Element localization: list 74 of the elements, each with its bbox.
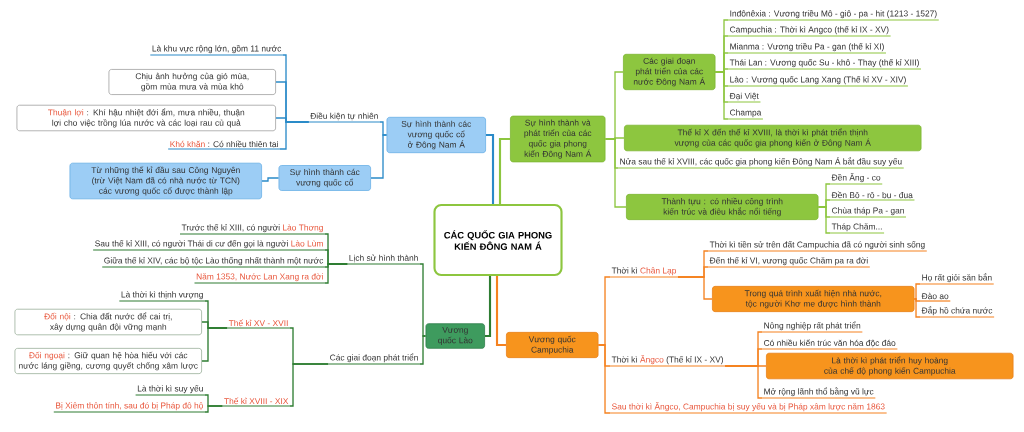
connector (498, 137, 510, 204)
underlined-topic: Thời kì Ăngco (Thế kỉ IX - XV) (609, 355, 726, 367)
topic-box: Thuận lợi : Khí hậu nhiệt đới ẩm, mưa nhiều, thuận lợi cho việc trồng lúa nước và các loại rau củ quả (16, 104, 276, 132)
underlined-topic: Năm 1353, Nước Lan Xang ra đời (193, 273, 326, 284)
underlined-topic: Là khu vực rộng lớn, gồm 11 nước (149, 44, 284, 56)
topic-box: Vương quốc Lào (425, 323, 485, 349)
topic-box: Từ những thế kỉ đầu sau Công Nguyên (trừ Việt Nam đã có nhà nước từ TCN) các vương quốc cổ được thành lập (69, 162, 262, 200)
underlined-topic: Chùa tháp Pa - gan (829, 207, 907, 218)
underlined-topic: Thái Lan : Vương quốc Su - khô - Thay (thế kỉ XIII) (727, 58, 922, 70)
connector (324, 263, 348, 284)
connector (597, 344, 611, 414)
underlined-topic: Đền Bô - rô - bu - đua (829, 191, 916, 201)
underlined-topic: Thế kỉ XVIII - XIX (221, 397, 291, 407)
connector (419, 335, 427, 365)
connector (419, 263, 427, 337)
underlined-topic: Champa (727, 109, 764, 120)
underlined-topic: Khó khăn : Có nhiều thiên tai (167, 140, 281, 150)
underlined-topic: Nông nghiệp rất phát triển (761, 321, 863, 333)
connector (495, 276, 506, 347)
connector (261, 177, 280, 182)
underlined-topic: Thời kì Chân Lạp (609, 267, 679, 278)
underlined-topic: Inđônêxia : Vương triều Mô - giô - pa - hit (1213 - 1527) (727, 9, 940, 21)
topic-box: Trong quá trình xuất hiện nhà nước, tộc người Khơ me được hình thành (712, 285, 915, 313)
underlined-topic: Các giai đoạn phát triển (327, 353, 421, 365)
connector (201, 327, 228, 362)
underlined-topic: Lào : Vương quốc Lang Xang (Thế kỉ XV - XIV) (727, 75, 909, 87)
topic-box: Thế kỉ X đến thế kỉ XVIII, là thời kì phát triển thịnh vượng của các quốc gia phong kiến ở Đông Nam Á (624, 124, 922, 152)
topic-box: Thành tựu : có nhiều công trình kiến trúc và điêu khắc nổi tiếng (626, 193, 819, 221)
connector (817, 206, 831, 234)
connector (370, 134, 388, 179)
connector (913, 298, 921, 318)
topic-box: Chịu ảnh hưởng của gió mùa, gồm mùa mưa và mùa khô (108, 69, 276, 95)
underlined-topic: Lịch sử hình thành (346, 254, 421, 265)
underlined-topic: Là thời kì thịnh vượng (118, 291, 206, 302)
underlined-topic: Đền Ăng - co (829, 173, 883, 185)
connector (724, 365, 763, 399)
connector (204, 405, 224, 413)
topic-box: Sự hình thành và phát triển của các quốc gia phong kiến Đông Nam Á (510, 115, 606, 163)
underlined-topic: Đắp hồ chứa nước (919, 306, 995, 318)
underlined-topic: Họ rất giỏi săn bắn (919, 273, 995, 285)
connector (486, 133, 495, 204)
underlined-topic: Nửa sau thế kỉ XVIII, các quốc gia phong kiến Đông Nam Á bắt đầu suy yếu (617, 157, 905, 169)
topic-box: Vương quốc Campuchia (506, 331, 599, 359)
underlined-topic: Đào ao (919, 292, 951, 302)
underlined-topic: Giữa thế kỉ XIV, các bộ tộc Lào thống nhất thành một nước (101, 256, 326, 268)
topic-box: Sự hình thành các vương quốc cổ (278, 165, 371, 191)
connector (289, 363, 329, 407)
underlined-topic: Campuchia : Thời kì Angco (thế kỉ IX - XV) (727, 25, 892, 37)
underlined-topic: Có nhiều kiến trúc văn hóa độc đáo (761, 339, 898, 350)
connector (913, 283, 921, 300)
connector (604, 138, 627, 208)
connector (677, 276, 713, 300)
underlined-topic: Mở rộng lãnh thổ bằng vũ lực (761, 387, 876, 399)
underlined-topic: Trước thế kỉ XIII, có người Lào Thơng (179, 223, 326, 235)
connector (714, 71, 729, 120)
underlined-topic: Mianma : Vương triều Pa - gan (thế kỉ XI) (727, 42, 887, 54)
underlined-topic: Sau thế kỉ XIII, có người Thái di cư đến gọi là người Lào Lùm (92, 239, 326, 251)
topic-box: Các giai đoạn phát triển của các nước Đông Nam Á (623, 53, 716, 91)
connector (279, 121, 310, 150)
underlined-topic: Tháp Chăm... (829, 223, 885, 234)
connector (485, 276, 492, 338)
underlined-topic: Thời kì tiền sử trên đất Campuchia đã có người sinh sống (707, 240, 928, 252)
underlined-topic: Thế kỉ XV - XVII (226, 319, 291, 329)
topic-box: Là thời kì phát triển huy hoàng của chế độ phong kiến Campuchia (766, 352, 1014, 380)
underlined-topic: Bị Xiêm thôn tính, sau đó bị Pháp đô hộ (53, 402, 206, 413)
underlined-topic: Đến thế kỉ VI, vương quốc Chăm pa ra đời (707, 256, 871, 268)
underlined-topic: Sau thời kì Ăngco, Campuchia bị suy yếu và bị Pháp xâm lược năm 1863 (609, 402, 888, 414)
topic-box: Đối nội : Chia đất nước để cai trị, xây dựng quân đội vững mạnh (14, 308, 202, 336)
central-topic-box: CÁC QUỐC GIA PHONG KIẾN ĐÔNG NAM Á (433, 203, 563, 277)
topic-box: Đối ngoại : Giữ quan hệ hòa hiếu với các nước láng giềng, cương quyết chống xâm lược (14, 347, 202, 375)
underlined-topic: Là thời kì suy yếu (135, 384, 206, 396)
topic-box: Sự hình thành các vương quốc cổ ở Đông Nam Á (386, 116, 486, 154)
underlined-topic: Điều kiện tự nhiên (308, 112, 381, 123)
underlined-topic: Đại Việt (727, 92, 762, 103)
